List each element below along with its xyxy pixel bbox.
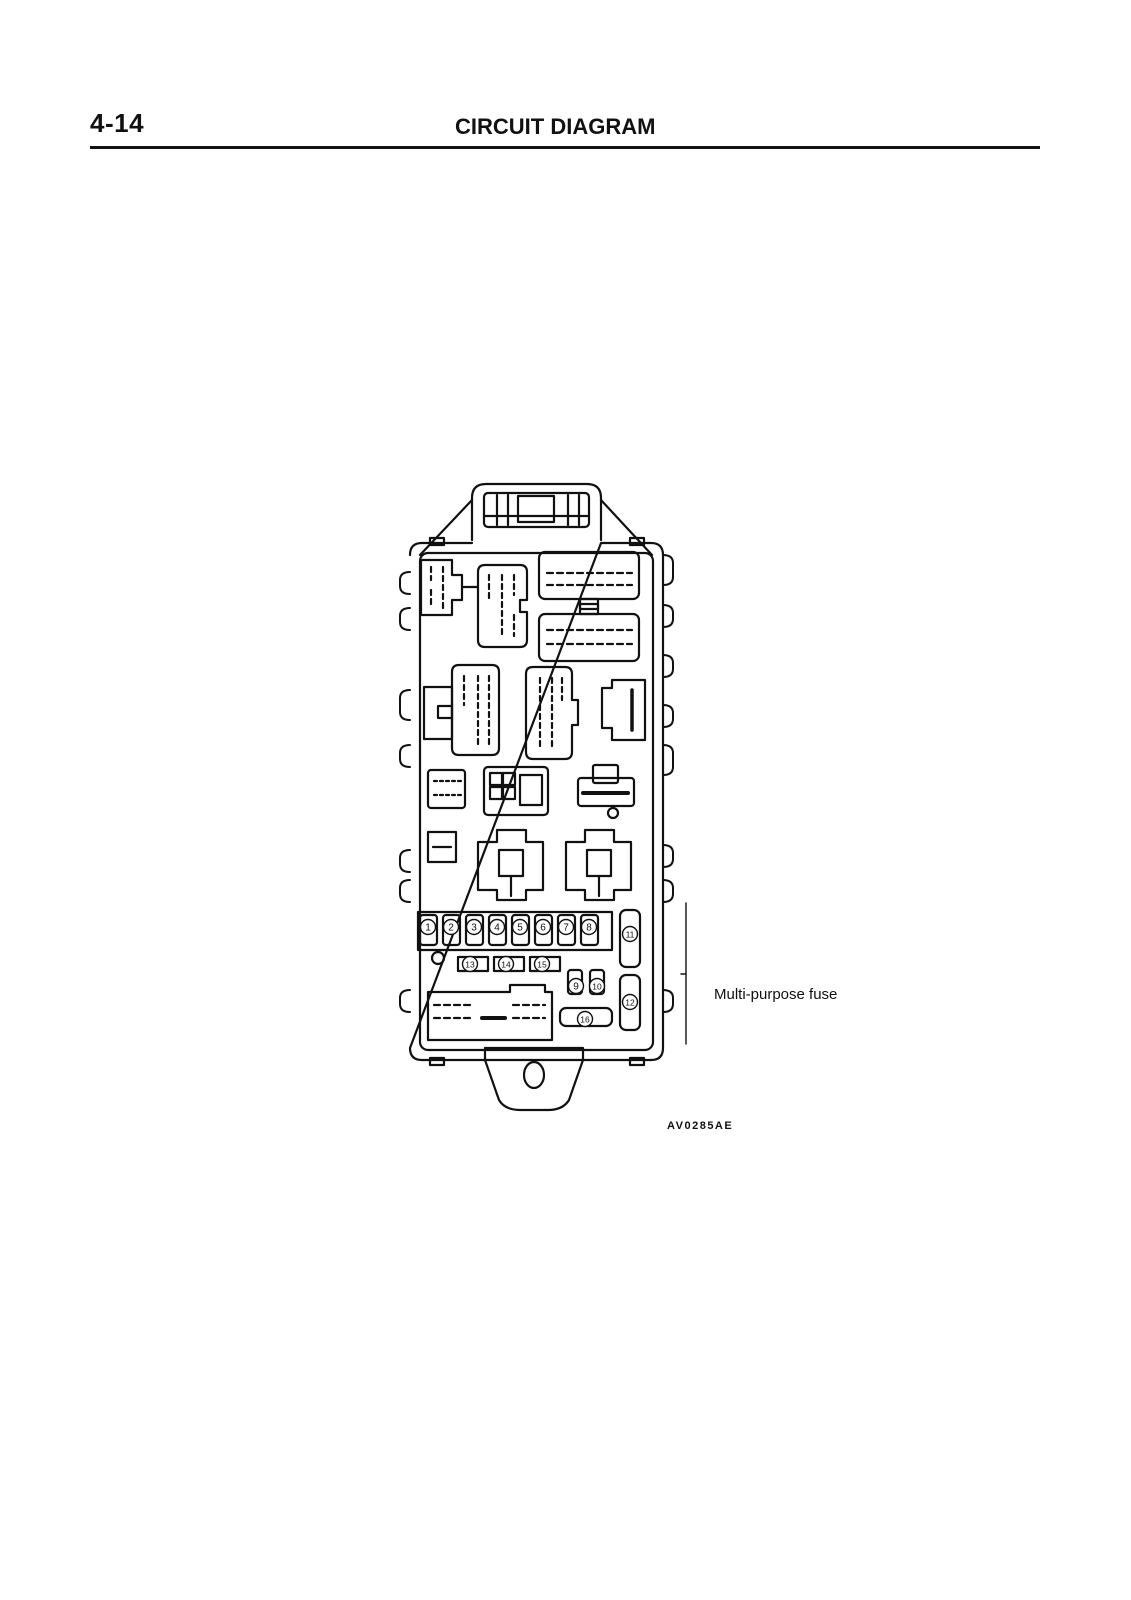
multi-purpose-fuse-label: Multi-purpose fuse <box>714 986 838 1003</box>
right-connector-block <box>576 763 636 820</box>
fuse-number-circle <box>557 918 575 936</box>
fuse-number-label: 7 <box>563 923 569 934</box>
fuse-number-circle <box>567 977 585 995</box>
fuse-number-circle <box>534 918 552 936</box>
header-rule <box>90 146 1040 149</box>
side-clips <box>399 554 674 1013</box>
fuse-number-circle <box>533 955 551 973</box>
fuse-number-circle <box>419 918 437 936</box>
fuse-box-body <box>408 536 665 1067</box>
fuse-number-circle <box>442 918 460 936</box>
fuse-number-label: 3 <box>471 923 477 934</box>
fuse-number-label: 2 <box>448 923 454 934</box>
fuse-number-label: 9 <box>573 982 579 993</box>
upper-left-connector <box>419 558 480 617</box>
upper-middle-relay <box>476 563 529 649</box>
multi-purpose-fuse-bracket <box>680 902 687 1045</box>
fuse-number-label: 4 <box>494 923 500 934</box>
middle-center-relay <box>524 665 580 761</box>
bottom-connector <box>426 983 554 1042</box>
fuse-number-label: 6 <box>540 923 546 934</box>
fuse-number-label: 12 <box>625 998 635 1008</box>
fuse-number-circle <box>488 918 506 936</box>
fuse-number-circle <box>580 918 598 936</box>
fuse-number-circle <box>621 925 639 943</box>
fuse-number-circle <box>461 955 479 973</box>
fuse-number-circle <box>588 977 606 995</box>
lower-relay-left <box>476 828 545 902</box>
center-relay-block <box>482 765 550 817</box>
middle-left-relay <box>422 663 501 757</box>
upper-right-connector-2 <box>537 602 641 663</box>
fuse-number-label: 5 <box>517 923 523 934</box>
fuse-number-label: 8 <box>586 923 592 934</box>
lower-relay-right <box>564 828 633 902</box>
figure-id: AV0285AE <box>667 1120 734 1132</box>
fuse-number-circle <box>511 918 529 936</box>
bottom-mounting-tab <box>483 1046 585 1112</box>
fuse-number-circle <box>621 993 639 1011</box>
fuse-number-circle <box>465 918 483 936</box>
fuse-number-label: 15 <box>537 960 547 970</box>
fuse-number-label: 1 <box>425 923 431 934</box>
fuse-number-label: 11 <box>626 930 635 940</box>
fuse-box-top-tab <box>418 482 654 557</box>
page-title: CIRCUIT DIAGRAM <box>455 114 656 139</box>
fuse-number-circle <box>497 955 515 973</box>
upper-right-connector-1 <box>537 550 641 611</box>
lower-left-small-block <box>426 830 458 864</box>
page-number: 4-14 <box>90 108 145 138</box>
fuse-number-label: 14 <box>501 960 511 970</box>
small-connector-left <box>426 768 467 810</box>
fuse-number-label: 10 <box>592 982 602 992</box>
right-small-connector <box>600 678 647 742</box>
fuse-number-label: 13 <box>465 960 475 970</box>
fuse-number-circle <box>576 1010 594 1028</box>
fuse-number-label: 16 <box>580 1015 590 1025</box>
